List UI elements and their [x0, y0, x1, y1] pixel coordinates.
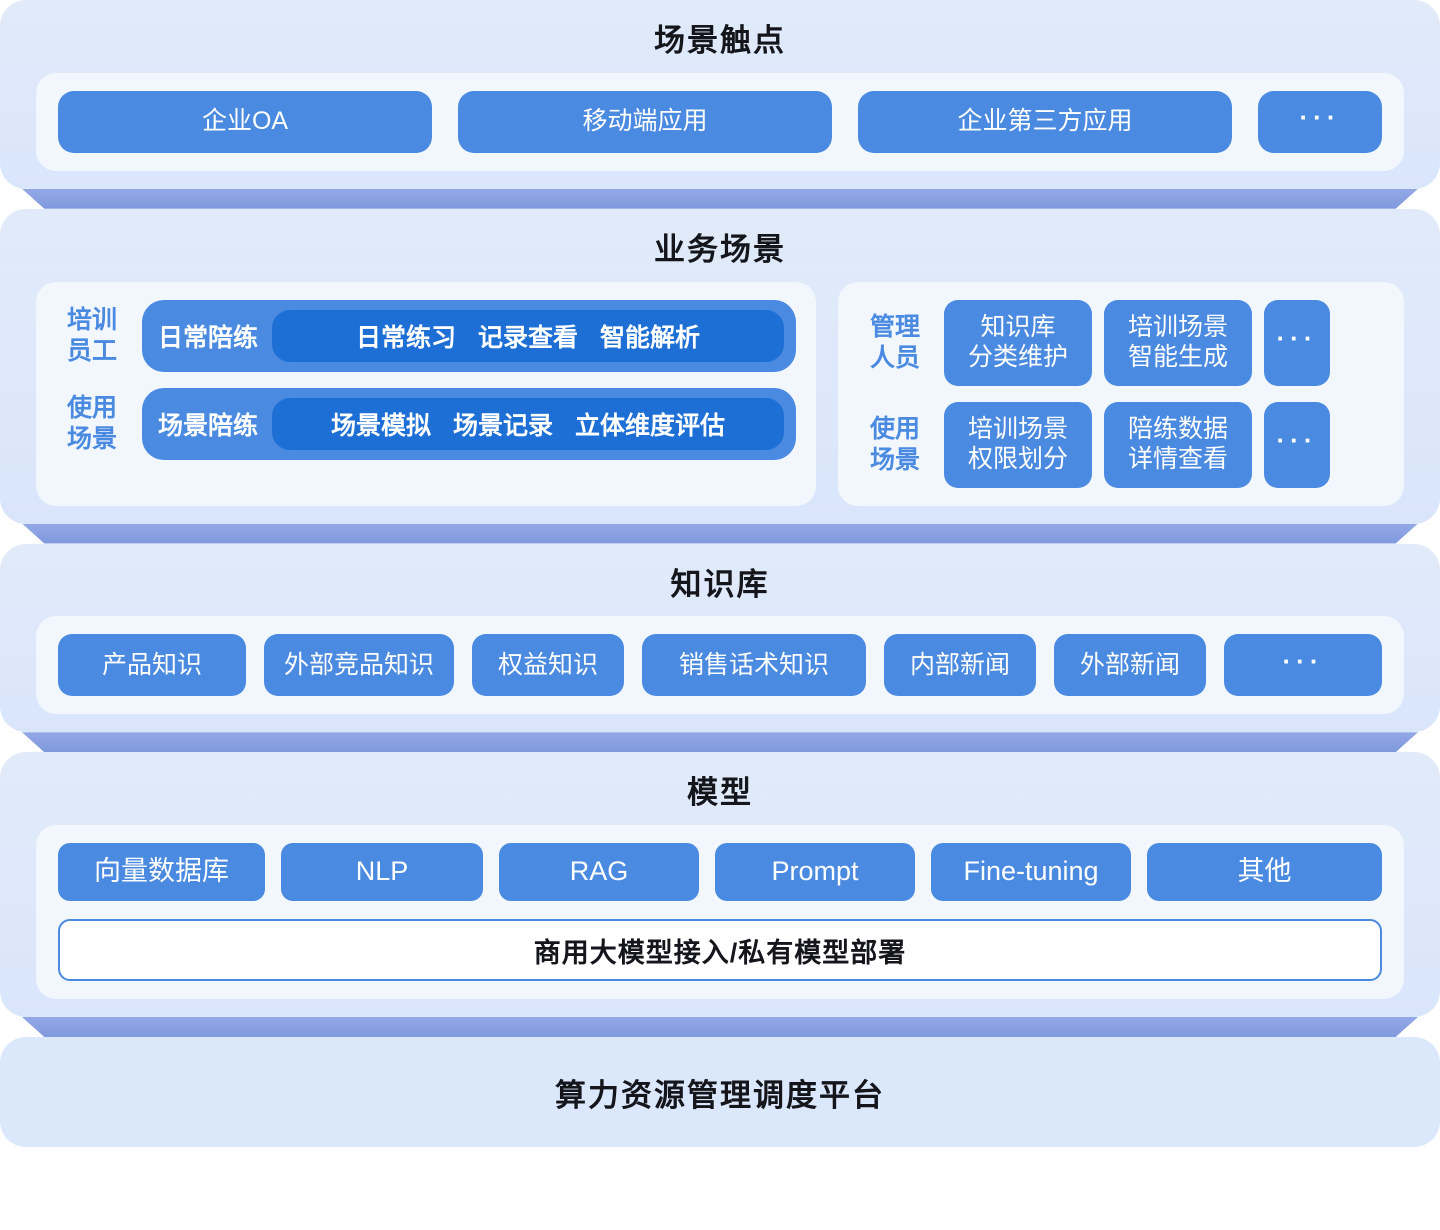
layer-compute-platform: 算力资源管理调度平台: [0, 1037, 1440, 1147]
model-deployment-bar[interactable]: 商用大模型接入/私有模型部署: [58, 919, 1382, 981]
layer-business-scenarios-edge: [0, 523, 1440, 544]
layer-touchpoints-title: 场景触点: [654, 23, 786, 58]
kb-category-maintenance[interactable]: 知识库 分类维护: [944, 299, 1092, 386]
layer-knowledge-base-edge: [0, 732, 1440, 753]
side-label-training-staff: 培训 员工: [66, 306, 117, 365]
model-row: 向量数据库 NLP RAG Prompt Fine-tuning 其他: [58, 843, 1382, 901]
kb-product-knowledge[interactable]: 产品知识: [58, 634, 246, 697]
layer-business-scenarios: 业务场景 培训 员工 日常陪练 日常练习 记录查看 智能解析: [0, 208, 1440, 544]
compute-platform-title: 算力资源管理调度平台: [555, 1077, 885, 1113]
model-other[interactable]: 其他: [1147, 843, 1382, 901]
layer-knowledge-base-plate: 知识库 产品知识 外部竞品知识 权益知识 销售话术知识 内部新闻 外部新闻 ··…: [0, 543, 1440, 733]
training-scenario-smart-generation[interactable]: 培训场景 智能生成: [1104, 299, 1252, 386]
business-left-panel: 培训 员工 日常陪练 日常练习 记录查看 智能解析 使用 场景: [36, 281, 816, 506]
tag-smart-analysis[interactable]: 智能解析: [600, 323, 701, 352]
layer-model-title: 模型: [687, 775, 753, 811]
ellipsis-icon: ···: [1299, 102, 1341, 133]
touchpoint-mobile-app[interactable]: 移动端应用: [458, 90, 832, 153]
daily-coaching-tags: 日常练习 记录查看 智能解析: [272, 309, 784, 362]
layer-model-plate: 模型 向量数据库 NLP RAG Prompt Fine-tuning 其他 商…: [0, 752, 1440, 1017]
training-scenario-permission-division[interactable]: 培训场景 权限划分: [944, 401, 1092, 488]
business-left-row-usage: 使用 场景 场景陪练 场景模拟 场景记录 立体维度评估: [56, 387, 796, 460]
layer-touchpoints-plate: 场景触点 企业OA 移动端应用 企业第三方应用 ···: [0, 0, 1440, 189]
model-card: 向量数据库 NLP RAG Prompt Fine-tuning 其他 商用大模…: [36, 825, 1404, 999]
touchpoint-third-party-app[interactable]: 企业第三方应用: [858, 90, 1232, 153]
coaching-data-detail-view[interactable]: 陪练数据 详情查看: [1104, 401, 1252, 488]
tag-scenario-record[interactable]: 场景记录: [453, 411, 554, 440]
tag-multidimensional-evaluation[interactable]: 立体维度评估: [575, 411, 726, 440]
tag-scenario-simulation[interactable]: 场景模拟: [330, 411, 431, 440]
touchpoints-row: 企业OA 移动端应用 企业第三方应用 ···: [58, 90, 1382, 153]
ellipsis-icon: ···: [1282, 645, 1324, 676]
business-scenarios-card: 培训 员工 日常陪练 日常练习 记录查看 智能解析 使用 场景: [36, 281, 1404, 506]
model-prompt[interactable]: Prompt: [715, 843, 915, 901]
knowledge-base-card: 产品知识 外部竞品知识 权益知识 销售话术知识 内部新闻 外部新闻 ···: [36, 616, 1404, 715]
side-label-admin-staff: 管理 人员: [869, 313, 920, 372]
layer-knowledge-base: 知识库 产品知识 外部竞品知识 权益知识 销售话术知识 内部新闻 外部新闻 ··…: [0, 543, 1440, 753]
model-nlp[interactable]: NLP: [281, 843, 483, 901]
usage-more-ellipsis-icon[interactable]: ···: [1264, 401, 1330, 488]
kb-external-competitor-knowledge[interactable]: 外部竞品知识: [264, 634, 454, 697]
model-rag[interactable]: RAG: [499, 843, 699, 901]
tag-daily-practice[interactable]: 日常练习: [355, 323, 456, 352]
kb-sales-script-knowledge[interactable]: 销售话术知识: [642, 634, 866, 697]
side-label-usage-scenario-right: 使用 场景: [869, 415, 920, 474]
business-right-row-admin: 管理 人员 知识库 分类维护 培训场景 智能生成 ···: [858, 299, 1384, 386]
daily-coaching-group[interactable]: 日常陪练 日常练习 记录查看 智能解析: [142, 299, 796, 372]
business-right-panel: 管理 人员 知识库 分类维护 培训场景 智能生成 ··· 使用 场景 培训场景 …: [838, 281, 1404, 506]
admin-more-ellipsis-icon[interactable]: ···: [1264, 299, 1330, 386]
business-left-row-training: 培训 员工 日常陪练 日常练习 记录查看 智能解析: [56, 299, 796, 372]
layer-business-scenarios-title: 业务场景: [654, 231, 786, 267]
scenario-coaching-group[interactable]: 场景陪练 场景模拟 场景记录 立体维度评估: [142, 387, 796, 460]
touchpoint-more-ellipsis-icon[interactable]: ···: [1258, 90, 1382, 153]
kb-more-ellipsis-icon[interactable]: ···: [1224, 634, 1382, 697]
model-fine-tuning[interactable]: Fine-tuning: [931, 843, 1131, 901]
knowledge-base-row: 产品知识 外部竞品知识 权益知识 销售话术知识 内部新闻 外部新闻 ···: [58, 634, 1382, 697]
scenario-coaching-label: 场景陪练: [158, 411, 259, 440]
side-label-usage-scenario-left: 使用 场景: [66, 394, 117, 453]
model-vector-database[interactable]: 向量数据库: [58, 843, 265, 901]
kb-external-news[interactable]: 外部新闻: [1054, 634, 1206, 697]
layer-knowledge-base-title: 知识库: [670, 566, 770, 602]
layer-business-scenarios-plate: 业务场景 培训 员工 日常陪练 日常练习 记录查看 智能解析: [0, 208, 1440, 524]
kb-internal-news[interactable]: 内部新闻: [884, 634, 1036, 697]
touchpoints-card: 企业OA 移动端应用 企业第三方应用 ···: [36, 72, 1404, 171]
compute-platform-plate: 算力资源管理调度平台: [0, 1037, 1440, 1147]
ellipsis-icon: ···: [1276, 323, 1318, 354]
layer-touchpoints: 场景触点 企业OA 移动端应用 企业第三方应用 ···: [0, 0, 1440, 209]
layer-touchpoints-edge: [0, 188, 1440, 209]
layer-model: 模型 向量数据库 NLP RAG Prompt Fine-tuning 其他 商…: [0, 752, 1440, 1037]
layer-model-edge: [0, 1017, 1440, 1037]
daily-coaching-label: 日常陪练: [158, 323, 259, 352]
tag-record-view[interactable]: 记录查看: [478, 323, 579, 352]
touchpoint-enterprise-oa[interactable]: 企业OA: [58, 90, 432, 153]
scenario-coaching-tags: 场景模拟 场景记录 立体维度评估: [272, 397, 784, 450]
business-right-row-usage: 使用 场景 培训场景 权限划分 陪练数据 详情查看 ···: [858, 401, 1384, 488]
kb-benefits-knowledge[interactable]: 权益知识: [472, 634, 624, 697]
ellipsis-icon: ···: [1276, 425, 1318, 456]
